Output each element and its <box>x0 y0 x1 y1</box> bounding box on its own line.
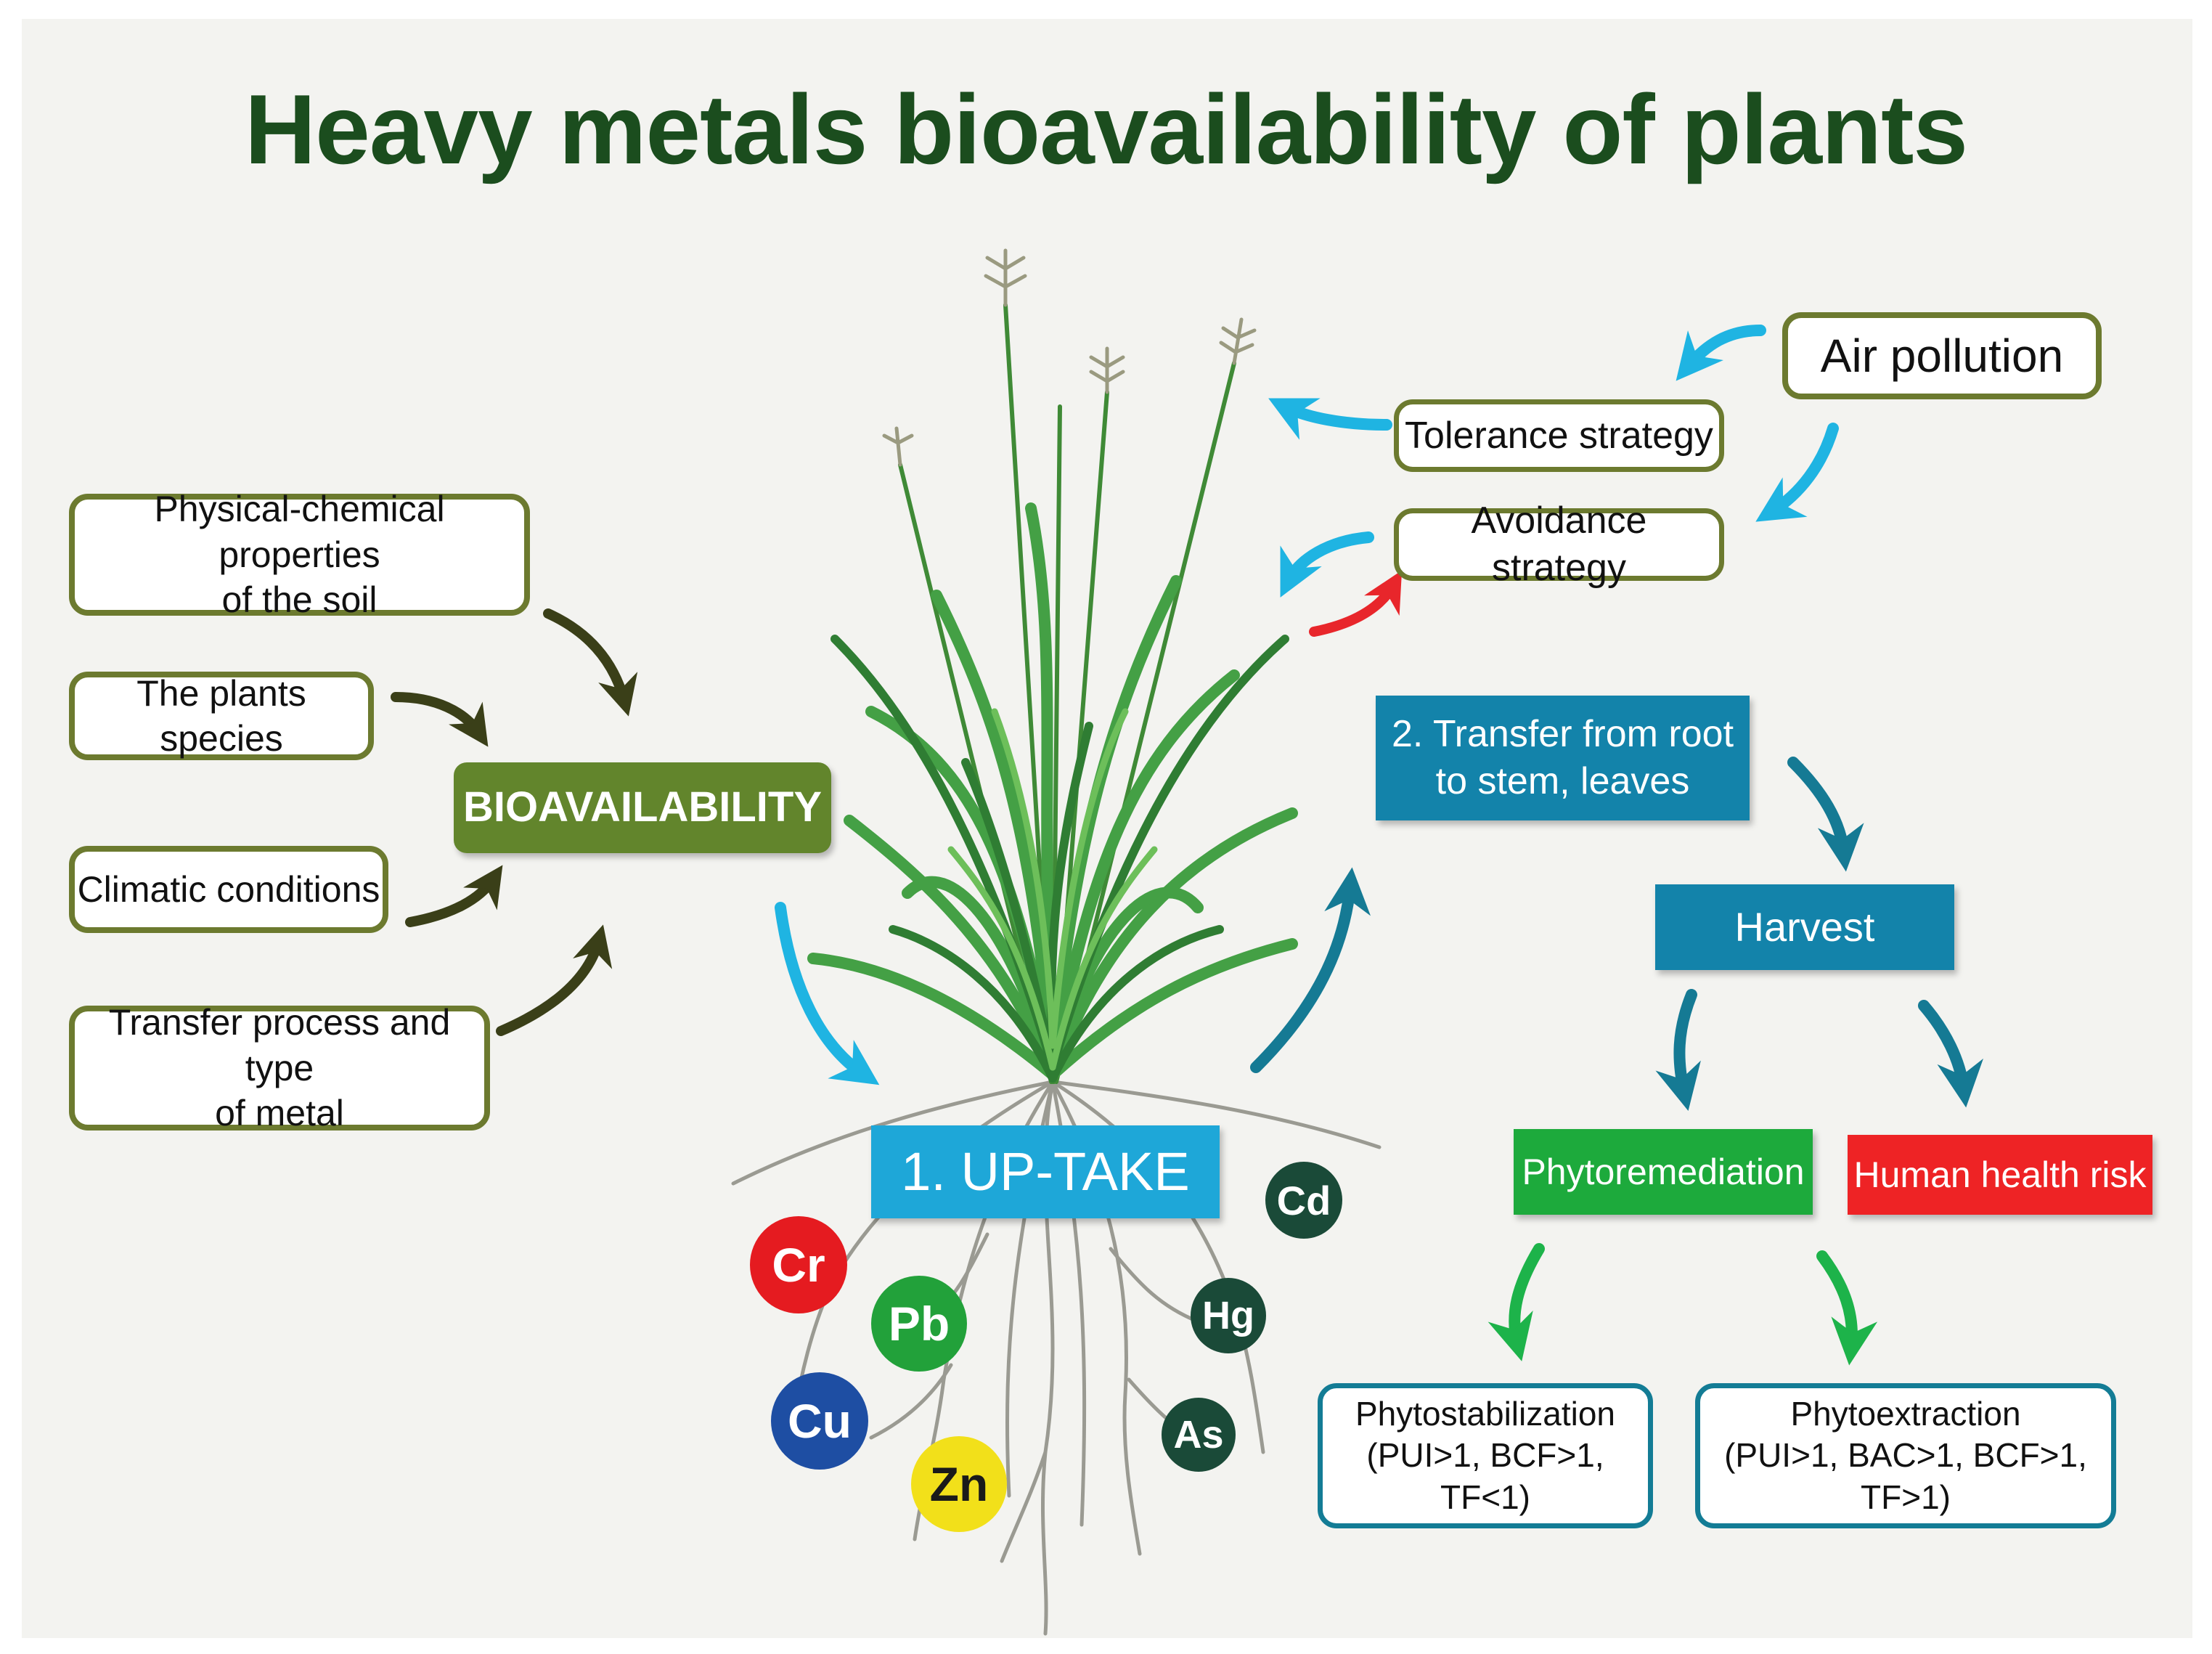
soil-properties-line-1: Physical-chemical properties <box>154 489 445 575</box>
transfer-root-line-1: 2. Transfer from root <box>1391 713 1734 755</box>
harvest-label: Harvest <box>1734 904 1875 950</box>
transfer-root-box: 2. Transfer from root to stem, leaves <box>1376 696 1750 820</box>
harvest-box: Harvest <box>1655 884 1954 970</box>
transfer-process-line-1: Transfer process and type <box>108 1002 451 1088</box>
human-health-risk-label: Human health risk <box>1853 1154 2147 1195</box>
teal-arrows <box>1250 757 1983 1111</box>
avoidance-strategy-label: Avoidance strategy <box>1471 500 1647 589</box>
transfer-process-box: Transfer process and type of metal <box>69 1002 490 1133</box>
metal-hg: Hg <box>1191 1278 1266 1353</box>
phytoextraction-box: Phytoextraction (PUI>1, BAC>1, BCF>1, TF… <box>1695 1383 2116 1528</box>
red-arrow <box>1309 570 1403 637</box>
metal-cu: Cu <box>771 1372 868 1470</box>
air-pollution-label: Air pollution <box>1820 330 2064 382</box>
phytoremediation-label: Phytoremediation <box>1522 1151 1805 1192</box>
soil-properties-box: Physical-chemical properties of the soil <box>69 489 530 620</box>
climatic-conditions-label: Climatic conditions <box>77 868 380 910</box>
phytoextraction-title: Phytoextraction <box>1790 1394 2021 1433</box>
metal-zn: Zn <box>911 1436 1007 1532</box>
tolerance-strategy-box: Tolerance strategy <box>1394 399 1724 472</box>
metal-as: As <box>1162 1398 1236 1472</box>
plant-illustration <box>807 248 1298 1084</box>
uptake-box: 1. UP-TAKE <box>871 1125 1220 1218</box>
page-title: Heavy metals bioavailability of plants <box>244 74 1968 184</box>
soil-properties-line-2: of the soil <box>221 579 377 621</box>
green-arrows <box>1487 1243 1878 1366</box>
phytostabilization-criteria: (PUI>1, BCF>1, TF<1) <box>1366 1436 1604 1516</box>
bioavailability-box: BIOAVAILABILITY <box>454 762 831 853</box>
phytoremediation-box: Phytoremediation <box>1514 1129 1813 1215</box>
air-pollution-box: Air pollution <box>1782 312 2102 399</box>
cyan-arrows <box>775 325 1839 1085</box>
transfer-process-line-2: of metal <box>215 1093 344 1134</box>
phytostabilization-title: Phytostabilization <box>1355 1394 1615 1433</box>
phytostabilization-box: Phytostabilization (PUI>1, BCF>1, TF<1) <box>1318 1383 1653 1528</box>
bioavailability-label: BIOAVAILABILITY <box>462 783 823 831</box>
plant-species-box: The plants species <box>69 672 374 760</box>
human-health-risk-box: Human health risk <box>1848 1135 2152 1215</box>
plant-species-label: The plants species <box>136 672 306 759</box>
metal-cr: Cr <box>750 1216 847 1313</box>
avoidance-strategy-box: Avoidance strategy <box>1394 500 1724 589</box>
metal-pb: Pb <box>871 1276 967 1372</box>
factor-arrows <box>391 608 638 1036</box>
transfer-root-line-2: to stem, leaves <box>1435 760 1690 802</box>
climatic-conditions-box: Climatic conditions <box>69 846 388 933</box>
metal-cd: Cd <box>1265 1162 1342 1239</box>
phytoextraction-criteria: (PUI>1, BAC>1, BCF>1, TF>1) <box>1724 1436 2087 1516</box>
tolerance-strategy-label: Tolerance strategy <box>1405 414 1713 457</box>
uptake-label: 1. UP-TAKE <box>901 1141 1190 1202</box>
